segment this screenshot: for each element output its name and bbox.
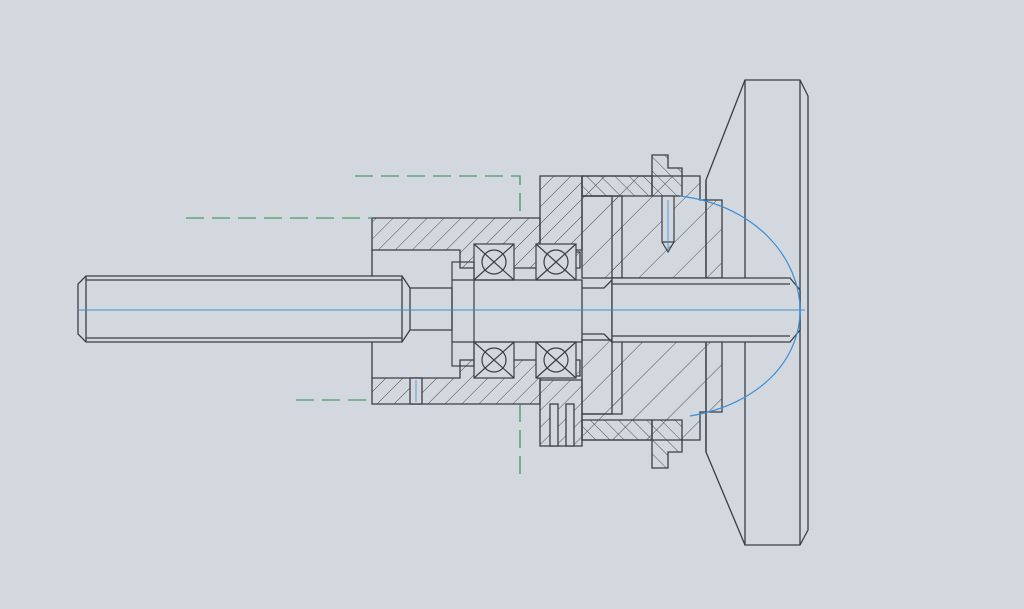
bearing-housing <box>371 217 581 405</box>
flange-hub <box>581 175 723 441</box>
set-screw <box>661 195 675 254</box>
ball-bearing-pair <box>473 243 577 379</box>
retaining-cap <box>539 154 683 469</box>
hidden-lines <box>186 175 521 480</box>
